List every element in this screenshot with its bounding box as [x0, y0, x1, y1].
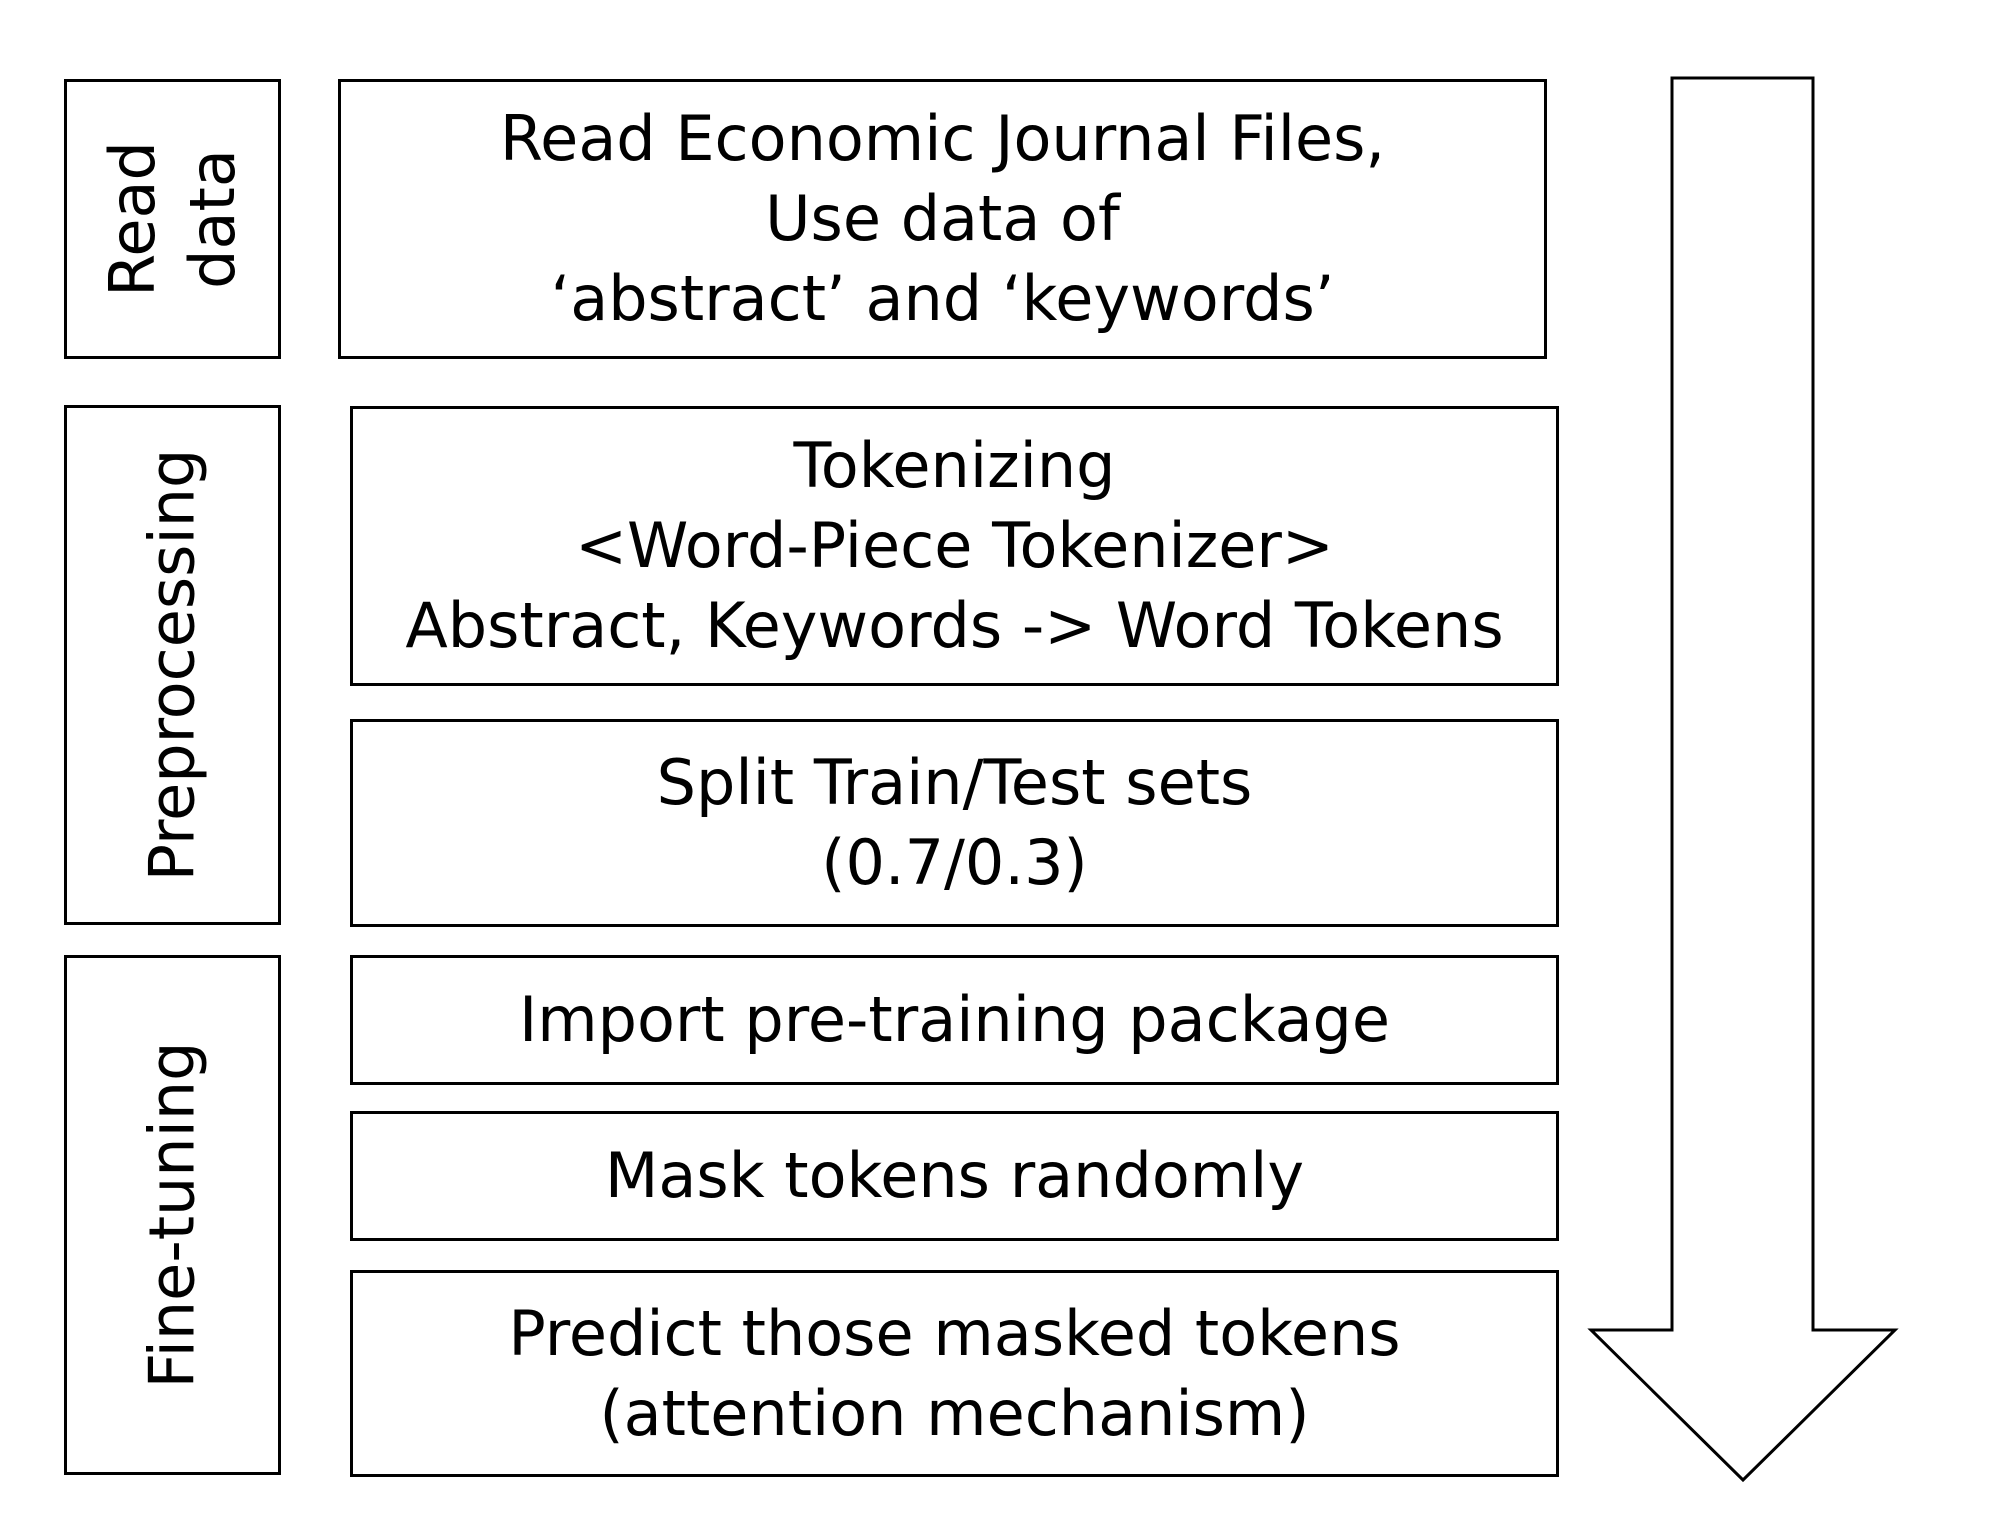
down-arrow-icon: [1587, 76, 1899, 1483]
step-text-line: Use data of: [765, 182, 1120, 255]
step-text-import: Import pre-training package: [519, 980, 1390, 1060]
stage-label-line: data: [175, 149, 249, 289]
step-text-line: <Word-Piece Tokenizer>: [575, 509, 1334, 582]
step-text-line: Predict those masked tokens: [508, 1296, 1401, 1370]
step-text-line: (attention mechanism): [599, 1376, 1310, 1450]
step-text-read-files: Read Economic Journal Files, Use data of…: [500, 99, 1385, 339]
down-arrow-shape: [1587, 76, 1899, 1483]
step-text-line: (0.7/0.3): [821, 826, 1088, 899]
step-text-mask: Mask tokens randomly: [605, 1136, 1304, 1216]
step-box-mask: Mask tokens randomly: [350, 1111, 1559, 1241]
stage-label-read-data: Read data: [92, 141, 252, 297]
step-text-line: Abstract, Keywords -> Word Tokens: [405, 589, 1504, 662]
stage-label-preprocessing: Preprocessing: [133, 449, 213, 882]
stage-label-fine-tuning: Fine-tuning: [133, 1042, 213, 1389]
stage-label-line: Read: [95, 141, 169, 297]
step-box-tokenizing: Tokenizing <Word-Piece Tokenizer> Abstra…: [350, 406, 1559, 686]
step-text-line: Mask tokens randomly: [604, 1139, 1305, 1212]
step-text-line: Import pre-training package: [518, 983, 1391, 1056]
stage-label-line: Fine-tuning: [135, 1041, 209, 1389]
stage-box-fine-tuning: Fine-tuning: [64, 955, 281, 1475]
step-box-read-files: Read Economic Journal Files, Use data of…: [338, 79, 1547, 359]
step-text-line: ‘abstract’ and ‘keywords’: [550, 262, 1335, 335]
step-box-import: Import pre-training package: [350, 955, 1559, 1085]
stage-box-preprocessing: Preprocessing: [64, 405, 281, 925]
step-box-predict: Predict those masked tokens (attention m…: [350, 1270, 1559, 1477]
step-text-tokenizing: Tokenizing <Word-Piece Tokenizer> Abstra…: [405, 426, 1503, 666]
stage-label-line: Preprocessing: [135, 448, 209, 882]
step-text-line: Split Train/Test sets: [656, 746, 1253, 819]
step-text-predict: Predict those masked tokens (attention m…: [508, 1294, 1400, 1454]
step-text-split: Split Train/Test sets (0.7/0.3): [657, 743, 1253, 903]
step-box-split: Split Train/Test sets (0.7/0.3): [350, 719, 1559, 927]
stage-box-read-data: Read data: [64, 79, 281, 359]
step-text-line: Tokenizing: [793, 429, 1116, 502]
step-text-line: Read Economic Journal Files,: [499, 102, 1386, 175]
